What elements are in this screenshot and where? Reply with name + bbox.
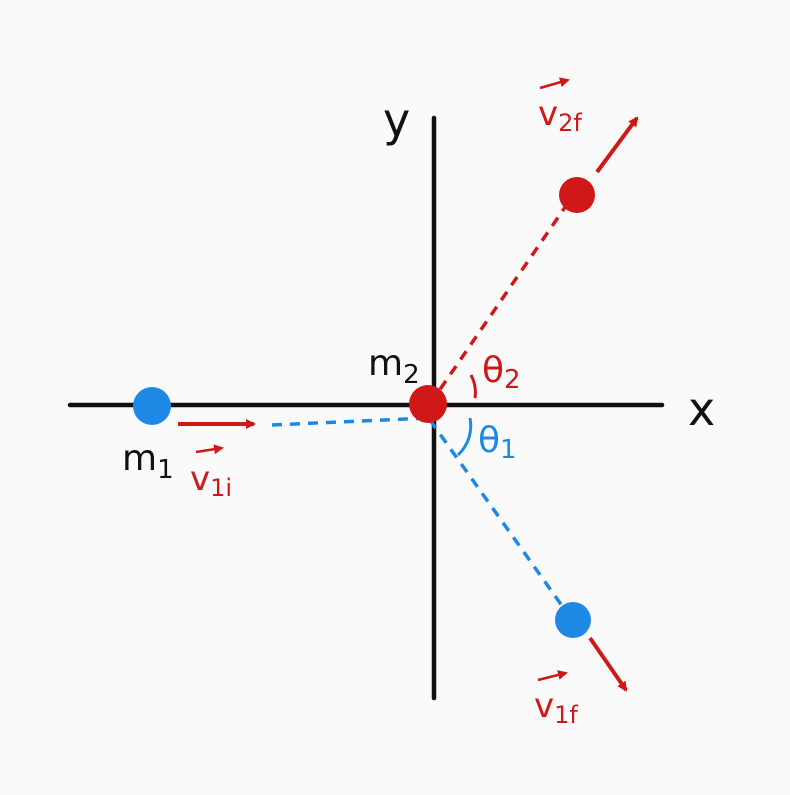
svg-text:v1i: v1i bbox=[190, 459, 232, 502]
v1i-label: v1i bbox=[190, 444, 232, 502]
svg-text:v1f: v1f bbox=[534, 686, 578, 729]
m1-final-particle bbox=[555, 602, 591, 638]
theta2-label: θ2 bbox=[482, 350, 521, 395]
m1-particle bbox=[133, 387, 171, 425]
m2-label: m2 bbox=[368, 343, 420, 390]
m1-label: m1 bbox=[122, 438, 174, 485]
v2f-arrow bbox=[595, 116, 639, 174]
m2-outgoing-path bbox=[428, 199, 572, 405]
theta1-label: θ1 bbox=[478, 420, 517, 465]
m2-final-particle bbox=[559, 177, 595, 213]
m1-incoming-path bbox=[271, 416, 429, 427]
m2-particle bbox=[409, 385, 447, 423]
svg-text:v2f: v2f bbox=[538, 94, 582, 137]
m1-outgoing-path bbox=[428, 418, 567, 612]
x-axis-label: x bbox=[688, 382, 715, 436]
v1f-arrow bbox=[588, 636, 628, 692]
theta1-arc bbox=[456, 417, 473, 457]
y-axis-label: y bbox=[383, 93, 410, 147]
theta2-arc bbox=[469, 374, 477, 399]
v1f-label: v1f bbox=[534, 670, 578, 729]
v2f-label: v2f bbox=[538, 77, 582, 137]
